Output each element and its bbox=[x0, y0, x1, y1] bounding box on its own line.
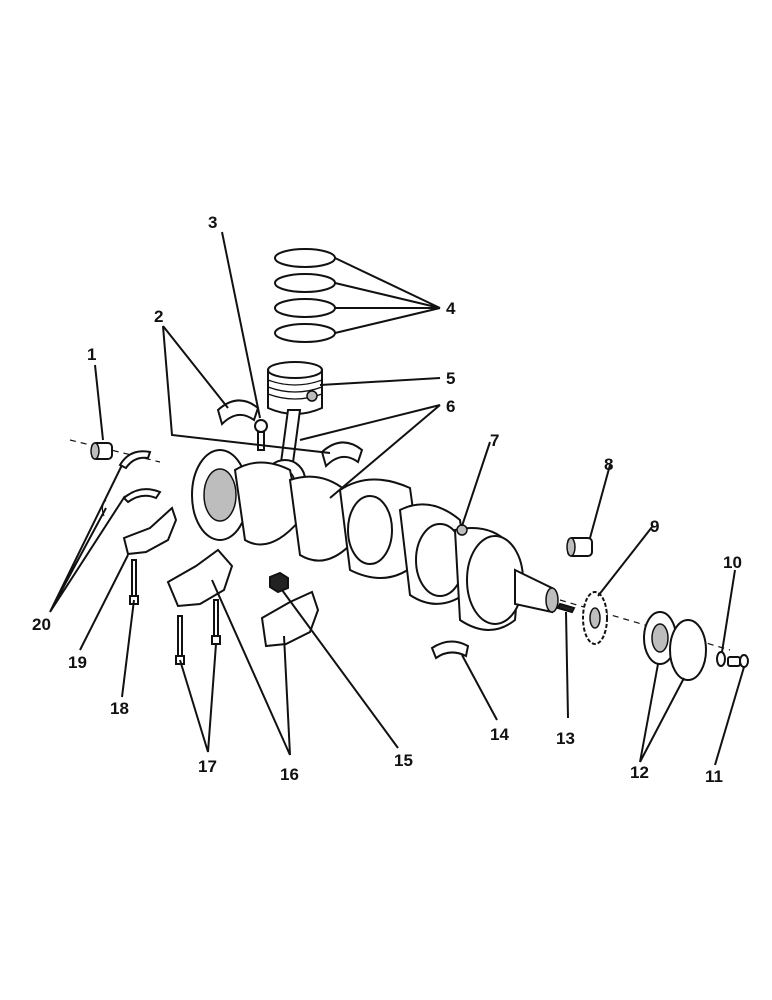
rear-main-bearing-cap bbox=[122, 506, 178, 556]
callout-12: 12 bbox=[630, 763, 649, 782]
thrust-washer-upper bbox=[118, 450, 152, 470]
rear-cap-bolt bbox=[129, 559, 139, 605]
piston-rings bbox=[274, 248, 336, 343]
oil-seal-inner bbox=[651, 623, 669, 653]
callout-8: 8 bbox=[604, 455, 613, 474]
callout-19: 19 bbox=[68, 653, 87, 672]
thrust-washer-lower bbox=[122, 488, 162, 504]
callout-1: 1 bbox=[87, 345, 96, 364]
callout-13: 13 bbox=[556, 729, 575, 748]
rod-nut bbox=[269, 571, 289, 594]
callout-7: 7 bbox=[490, 431, 499, 450]
callout-17: 17 bbox=[198, 757, 217, 776]
bearing-shell-upper-left bbox=[216, 399, 260, 426]
pilot-bushing bbox=[90, 442, 113, 460]
callout-20: 20 bbox=[32, 615, 51, 634]
main-bearing-cap-right bbox=[260, 590, 320, 648]
piston bbox=[267, 361, 323, 415]
callout-14: 14 bbox=[490, 725, 509, 744]
crankshaft bbox=[191, 449, 559, 631]
crank-bolt bbox=[727, 654, 749, 668]
bearing-shell-lower bbox=[430, 640, 470, 660]
callout-3: 3 bbox=[208, 213, 217, 232]
callout-numbers: 1 2 3 4 5 6 7 8 9 10 11 12 13 14 15 16 1… bbox=[32, 213, 742, 786]
rod-bolt bbox=[254, 419, 268, 451]
gasket bbox=[669, 619, 707, 681]
washer bbox=[716, 651, 726, 667]
callout-11: 11 bbox=[705, 767, 723, 786]
callout-18: 18 bbox=[110, 699, 129, 718]
callout-16: 16 bbox=[280, 765, 299, 784]
main-bearing-cap-left bbox=[166, 548, 234, 608]
callout-5: 5 bbox=[446, 369, 455, 388]
timing-gear bbox=[582, 591, 608, 645]
bearing-shell-upper-right bbox=[320, 441, 364, 468]
callout-6: 6 bbox=[446, 397, 455, 416]
callout-9: 9 bbox=[650, 517, 659, 536]
callout-15: 15 bbox=[394, 751, 413, 770]
callout-2: 2 bbox=[154, 307, 163, 326]
leader-lines bbox=[49, 231, 745, 766]
callout-4: 4 bbox=[446, 299, 456, 318]
callout-10: 10 bbox=[723, 553, 742, 572]
main-cap-bolts bbox=[175, 599, 221, 665]
woodruff-key bbox=[556, 602, 576, 614]
gear-bushing bbox=[566, 537, 593, 557]
